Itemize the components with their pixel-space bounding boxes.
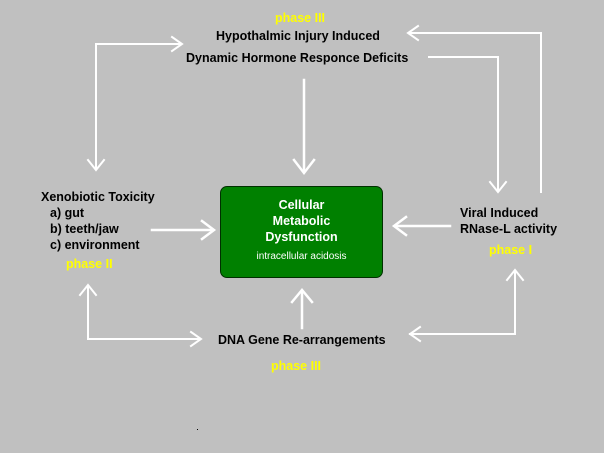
viral-phase-label: phase I bbox=[489, 243, 533, 257]
hypothalamic-subtitle: Dynamic Hormone Responce Deficits bbox=[186, 51, 409, 65]
dna-label: DNA Gene Re-arrangements bbox=[218, 333, 386, 347]
xenobiotic-phase-label: phase II bbox=[66, 257, 113, 271]
xenobiotic-title: Xenobiotic Toxicity bbox=[41, 190, 155, 204]
hypothalamic-phase-label: phase III bbox=[275, 11, 326, 25]
stray-dot bbox=[197, 429, 198, 430]
arrow-viral-to-core bbox=[391, 215, 452, 237]
arrow-dna-to-core bbox=[290, 288, 314, 330]
core-box-cellular-metabolic-dysfunction: Cellular Metabolic Dysfunction intracell… bbox=[220, 186, 383, 278]
dna-phase-label: phase III bbox=[271, 359, 322, 373]
hypothalamic-title: Hypothalmic Injury Induced bbox=[216, 29, 380, 43]
arrow-hypothalamic-to-core bbox=[292, 78, 316, 176]
arrow-hypothalamic-to-xenobiotic bbox=[86, 43, 106, 172]
arrow-xenobiotic-dna-link bbox=[78, 283, 203, 348]
xenobiotic-item-teeth: b) teeth/jaw bbox=[50, 222, 119, 236]
xenobiotic-item-environment: c) environment bbox=[50, 238, 140, 252]
xenobiotic-item-gut: a) gut bbox=[50, 206, 85, 220]
viral-subtitle: RNase-L activity bbox=[460, 222, 558, 236]
core-subtitle: intracellular acidosis bbox=[256, 251, 347, 262]
core-title-line-2: Metabolic bbox=[272, 214, 331, 228]
arrow-dna-viral-link bbox=[408, 268, 525, 343]
arrow-hypothalamic-to-viral bbox=[428, 56, 508, 194]
arrow-xenobiotic-to-core bbox=[150, 219, 217, 241]
arrow-xenobiotic-to-hypothalamic bbox=[95, 35, 184, 53]
core-title-line-1: Cellular bbox=[278, 198, 325, 212]
arrow-viral-to-hypothalamic bbox=[406, 24, 542, 193]
viral-title: Viral Induced bbox=[460, 206, 539, 220]
core-title-line-3: Dysfunction bbox=[265, 230, 338, 244]
